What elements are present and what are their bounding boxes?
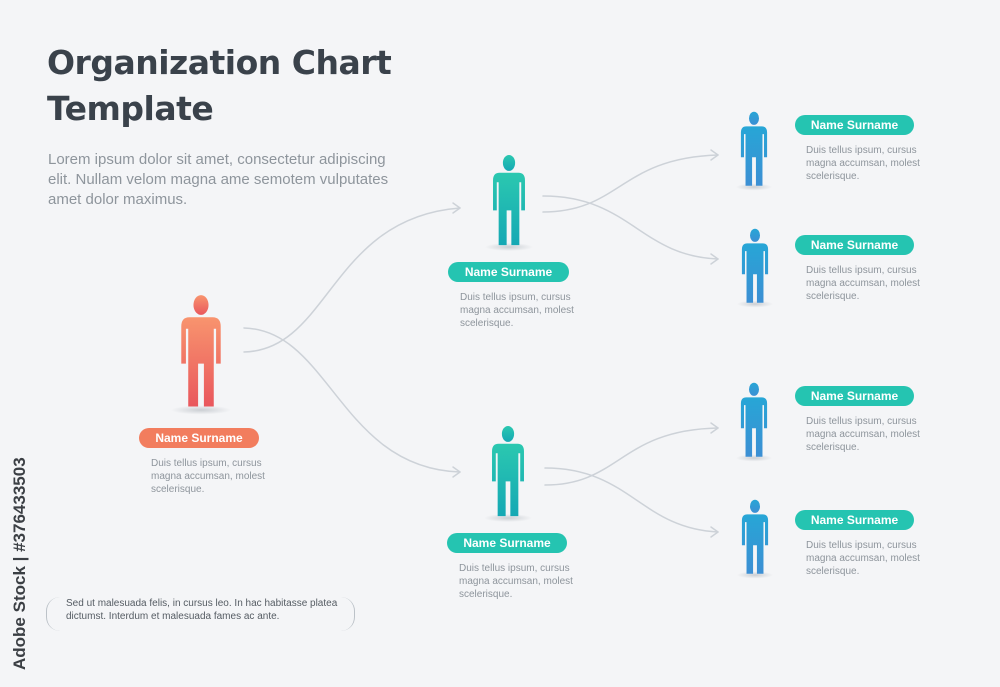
arrowhead-icon (710, 526, 719, 538)
person-icon-member-3 (736, 382, 772, 462)
member-1-name-badge: Name Surname (795, 115, 914, 135)
member-4-name-badge: Name Surname (795, 510, 914, 530)
footnote-bracket-right (338, 597, 355, 631)
connector-manager-1-member-1 (542, 154, 719, 213)
stock-watermark: Adobe Stock | #376433503 (10, 457, 29, 670)
arrowhead-icon (710, 253, 719, 265)
manager-1-name-badge: Name Surname (448, 262, 569, 282)
arrowhead-icon (710, 422, 719, 434)
member-3-name-badge: Name Surname (795, 386, 914, 406)
manager-2-name-badge: Name Surname (447, 533, 567, 553)
person-icon-member-2 (737, 228, 773, 308)
member-3-description: Duis tellus ipsum, cursus magna accumsan… (806, 416, 920, 453)
member-4-description: Duis tellus ipsum, cursus magna accumsan… (806, 540, 920, 577)
footnote-bracket-left (46, 597, 63, 631)
manager-2-description: Duis tellus ipsum, cursus magna accumsan… (459, 563, 573, 600)
arrowhead-icon (452, 202, 461, 214)
connector-manager-2-member-4 (544, 467, 719, 533)
intro-text: Lorem ipsum dolor sit amet, consectetur … (48, 151, 389, 208)
connector-root-manager-1 (243, 207, 461, 353)
person-icon-member-4 (737, 499, 773, 579)
page-title: Organization Chart Template (47, 43, 392, 128)
root-description: Duis tellus ipsum, cursus magna accumsan… (151, 458, 265, 495)
member-2-description: Duis tellus ipsum, cursus magna accumsan… (806, 265, 920, 302)
person-icon-root (171, 295, 231, 415)
connector-manager-2-member-3 (544, 427, 719, 486)
footnote-text: Sed ut malesuada felis, in cursus leo. I… (66, 598, 338, 622)
member-1-description: Duis tellus ipsum, cursus magna accumsan… (806, 145, 920, 182)
person-icon-member-1 (736, 111, 772, 191)
member-2-name-badge: Name Surname (795, 235, 914, 255)
watermark-text: Adobe Stock | #376433503 (10, 457, 29, 670)
arrowhead-icon (452, 466, 461, 478)
connector-root-manager-2 (243, 327, 461, 473)
root-name-badge: Name Surname (139, 428, 259, 448)
person-icon-manager-2 (484, 425, 532, 522)
manager-1-description: Duis tellus ipsum, cursus magna accumsan… (460, 292, 574, 329)
person-icon-manager-1 (485, 154, 533, 251)
arrowhead-icon (710, 149, 719, 161)
connector-manager-1-member-2 (542, 195, 719, 260)
